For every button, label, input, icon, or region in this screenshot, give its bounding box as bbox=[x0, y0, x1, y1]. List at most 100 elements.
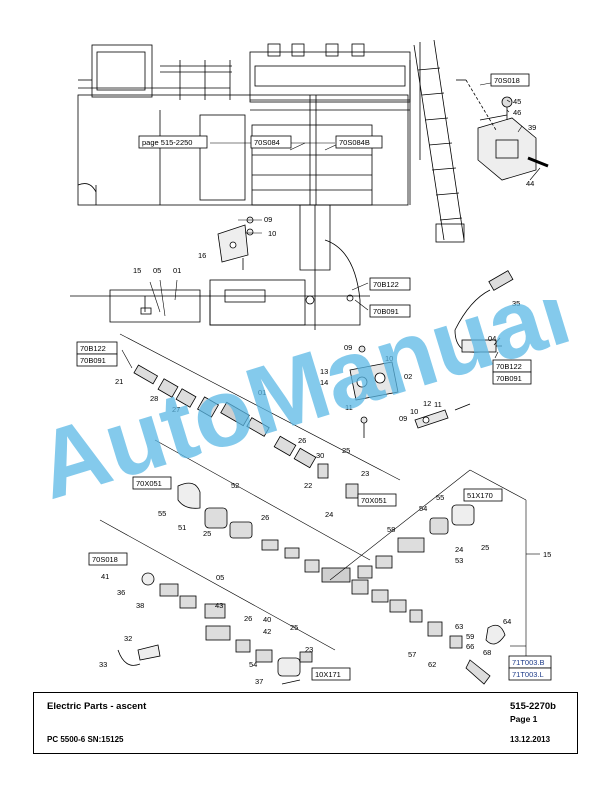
item-53: 53 bbox=[455, 556, 463, 565]
ref-70b122-right: 70B122 bbox=[496, 362, 522, 371]
item-39: 39 bbox=[528, 123, 536, 132]
item-54: 54 bbox=[419, 504, 427, 513]
item-22: 22 bbox=[304, 481, 312, 490]
page-number: Page 1 bbox=[510, 714, 538, 724]
item-52: 52 bbox=[231, 481, 239, 490]
item-25-d: 25 bbox=[290, 623, 298, 632]
item-01-b: 01 bbox=[258, 388, 266, 397]
ref-70x051-left: 70X051 bbox=[136, 479, 162, 488]
item-15-b: 15 bbox=[543, 550, 551, 559]
ref-70s084: 70S084 bbox=[254, 138, 280, 147]
ref-70b091-left: 70B091 bbox=[80, 356, 106, 365]
item-58: 58 bbox=[387, 525, 395, 534]
item-35: 35 bbox=[512, 299, 520, 308]
item-14: 14 bbox=[320, 378, 328, 387]
switch-70s018-assembly bbox=[465, 79, 549, 181]
drawing-code: 515-2270b bbox=[510, 701, 556, 712]
item-09-c: 09 bbox=[399, 414, 407, 423]
item-42: 42 bbox=[263, 627, 271, 636]
boxed-reference-labels: page 515-2250 70S084 70S084B 70S018 70B1… bbox=[76, 73, 552, 681]
item-21: 21 bbox=[115, 377, 123, 386]
item-10: 10 bbox=[268, 229, 276, 238]
access-ladder bbox=[413, 39, 466, 243]
item-43: 43 bbox=[215, 601, 223, 610]
item-28: 28 bbox=[150, 394, 158, 403]
item-55: 55 bbox=[158, 509, 166, 518]
machine-cab-structure bbox=[77, 43, 411, 206]
connector-51x170-assembly bbox=[357, 504, 475, 579]
ref-70x051-mid: 70X051 bbox=[361, 496, 387, 505]
item-33: 33 bbox=[99, 660, 107, 669]
ref-70b122-top: 70B122 bbox=[373, 280, 399, 289]
item-66: 66 bbox=[466, 642, 474, 651]
item-25-c: 25 bbox=[481, 543, 489, 552]
item-11-b: 11 bbox=[434, 400, 442, 409]
item-46: 46 bbox=[513, 108, 521, 117]
item-57: 57 bbox=[408, 650, 416, 659]
harness-01-chain bbox=[133, 364, 359, 499]
item-68: 68 bbox=[483, 648, 491, 657]
item-10-b: 10 bbox=[385, 354, 393, 363]
item-05-b: 05 bbox=[216, 573, 224, 582]
machine-serial: PC 5500-6 SN:15125 bbox=[47, 735, 124, 744]
document-title: Electric Parts - ascent bbox=[47, 701, 147, 712]
item-64: 64 bbox=[503, 617, 511, 626]
ref-70s018-top: 70S018 bbox=[494, 76, 520, 85]
item-23: 23 bbox=[361, 469, 369, 478]
item-13: 13 bbox=[320, 367, 328, 376]
page-reference-label: page 515-2250 bbox=[142, 138, 192, 147]
item-27: 27 bbox=[172, 405, 180, 414]
ref-70b091-top: 70B091 bbox=[373, 307, 399, 316]
lower-frame bbox=[70, 205, 370, 330]
item-15: 15 bbox=[133, 266, 141, 275]
leader-lines bbox=[99, 81, 541, 660]
item-09: 09 bbox=[264, 215, 272, 224]
ref-70b122-left: 70B122 bbox=[80, 344, 106, 353]
cable-tie-32 bbox=[117, 644, 161, 666]
bracket-16 bbox=[217, 216, 254, 270]
item-38: 38 bbox=[136, 601, 144, 610]
item-26-c: 26 bbox=[244, 614, 252, 623]
item-09-b: 09 bbox=[344, 343, 352, 352]
ref-51x170: 51X170 bbox=[467, 491, 493, 500]
item-number-labels: 09 10 16 15 05 01 45 46 39 44 35 04 21 2… bbox=[99, 97, 551, 686]
title-block: Electric Parts - ascent 515-2270b Page 1… bbox=[33, 692, 578, 754]
item-23-b: 23 bbox=[305, 645, 313, 654]
item-51: 51 bbox=[178, 523, 186, 532]
item-26: 26 bbox=[298, 436, 306, 445]
item-16: 16 bbox=[198, 251, 206, 260]
item-62: 62 bbox=[428, 660, 436, 669]
item-45: 45 bbox=[513, 97, 521, 106]
item-59: 59 bbox=[466, 632, 474, 641]
ref-70b091-right: 70B091 bbox=[496, 374, 522, 383]
item-04: 04 bbox=[488, 334, 496, 343]
item-01: 01 bbox=[173, 266, 181, 275]
item-37: 37 bbox=[255, 677, 263, 686]
ref-71t003b: 71T003.B bbox=[512, 658, 545, 667]
item-24-b: 24 bbox=[455, 545, 463, 554]
item-11: 11 bbox=[345, 403, 353, 412]
ref-10x171: 10X171 bbox=[315, 670, 341, 679]
item-40: 40 bbox=[263, 615, 271, 624]
ref-70s084b: 70S084B bbox=[339, 138, 370, 147]
item-36: 36 bbox=[117, 588, 125, 597]
item-05: 05 bbox=[153, 266, 161, 275]
item-26-b: 26 bbox=[261, 513, 269, 522]
item-63: 63 bbox=[455, 622, 463, 631]
item-25-b: 25 bbox=[203, 529, 211, 538]
item-32: 32 bbox=[124, 634, 132, 643]
sensor-70b122-right bbox=[454, 270, 514, 353]
item-12: 12 bbox=[423, 399, 431, 408]
item-55-b: 55 bbox=[436, 493, 444, 502]
item-30: 30 bbox=[316, 451, 324, 460]
item-54-b: 54 bbox=[249, 660, 257, 669]
item-41: 41 bbox=[101, 572, 109, 581]
ref-71t003l: 71T003.L bbox=[512, 670, 544, 679]
ref-70s018-bottom: 70S018 bbox=[92, 555, 118, 564]
item-25: 25 bbox=[342, 446, 350, 455]
item-24: 24 bbox=[325, 510, 333, 519]
document-date: 13.12.2013 bbox=[510, 735, 551, 744]
item-44: 44 bbox=[526, 179, 534, 188]
connector-10x171-assembly bbox=[141, 572, 313, 685]
